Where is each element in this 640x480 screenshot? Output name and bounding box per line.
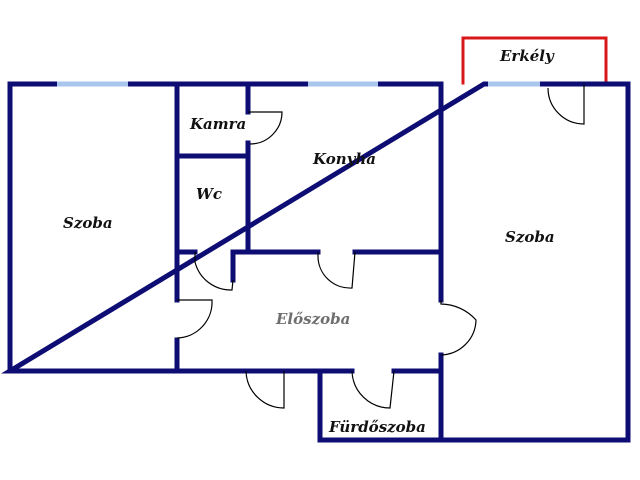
- room-label-erkely: Erkély: [499, 47, 555, 65]
- door-balcony: [547, 84, 585, 125]
- door-kitchen: [317, 251, 356, 289]
- door-right-room: [440, 300, 477, 356]
- room-label-szoba-left: Szoba: [63, 214, 113, 232]
- room-label-eloszoba: Előszoba: [275, 310, 350, 328]
- door-left-room: [176, 299, 213, 339]
- room-label-kamra: Kamra: [189, 115, 246, 133]
- door-kamra: [248, 111, 283, 145]
- door-wc: [194, 252, 234, 291]
- room-label-furdoszoba: Fürdőszoba: [328, 418, 426, 436]
- room-label-konyha: Konyha: [312, 150, 376, 168]
- balcony-outline: [461, 36, 608, 85]
- room-label-wc: Wc: [196, 185, 222, 203]
- doors: [176, 84, 585, 409]
- door-bathroom: [351, 370, 395, 409]
- door-entrance: [245, 370, 285, 409]
- room-label-szoba-right: Szoba: [505, 228, 555, 246]
- room-labels: Szoba Kamra Konyha Wc Szoba Előszoba Für…: [63, 47, 555, 436]
